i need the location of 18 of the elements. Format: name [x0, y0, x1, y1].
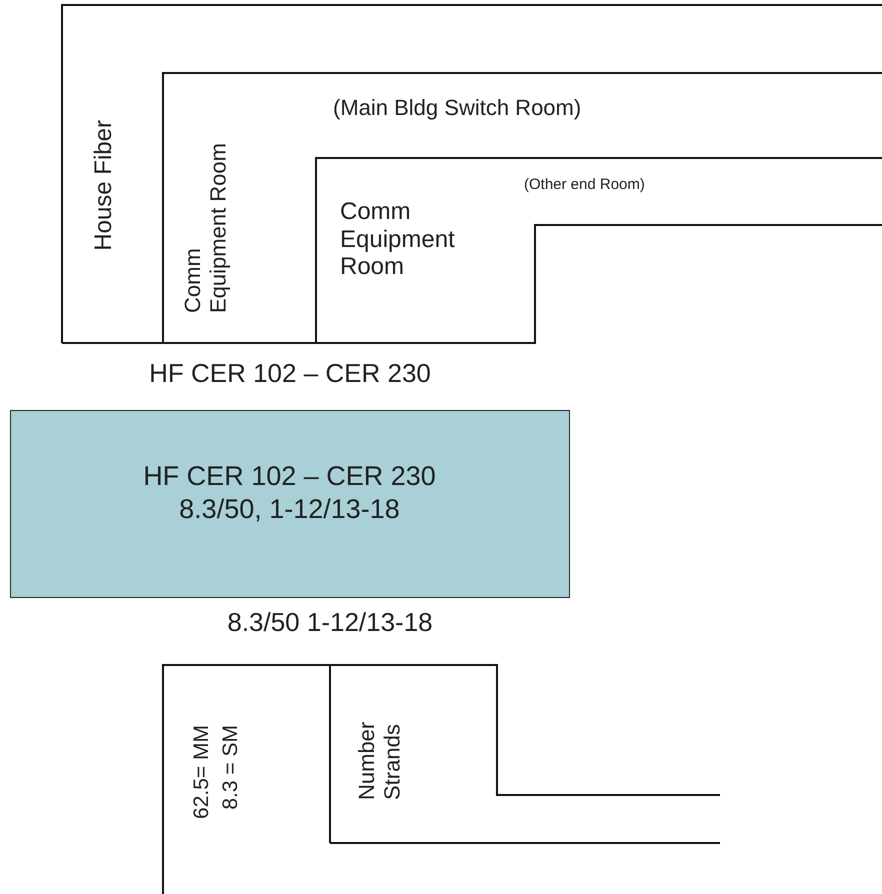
box-text: 8.3/50, 1-12/13-18: [178, 494, 401, 526]
box-title: HF CER 102 – CER 230: [142, 461, 437, 492]
format-label: HF CER 102 – CER 230: [149, 358, 431, 389]
vertical-label: 8.3 = SM: [219, 725, 243, 810]
bracket-frame: [163, 73, 882, 343]
bracket-frame: [163, 665, 720, 894]
room-heading: (Other end Room): [524, 176, 645, 194]
format-label: 8.3/50 1-12/13-18: [227, 607, 433, 638]
vertical-label: 62.5= MM: [190, 725, 214, 819]
room-heading: (Main Bldg Switch Room): [333, 95, 582, 120]
room-label: Comm Equipment Room: [340, 198, 456, 281]
bracket-frame: [330, 665, 720, 843]
label-box: [10, 410, 570, 598]
vertical-label: Number Strands: [354, 720, 405, 800]
vertical-label: House Fiber: [90, 120, 118, 251]
bracket-frame: [62, 5, 882, 343]
vertical-label: Comm Equipment Room: [180, 143, 231, 313]
bracket-frame: [316, 158, 882, 343]
